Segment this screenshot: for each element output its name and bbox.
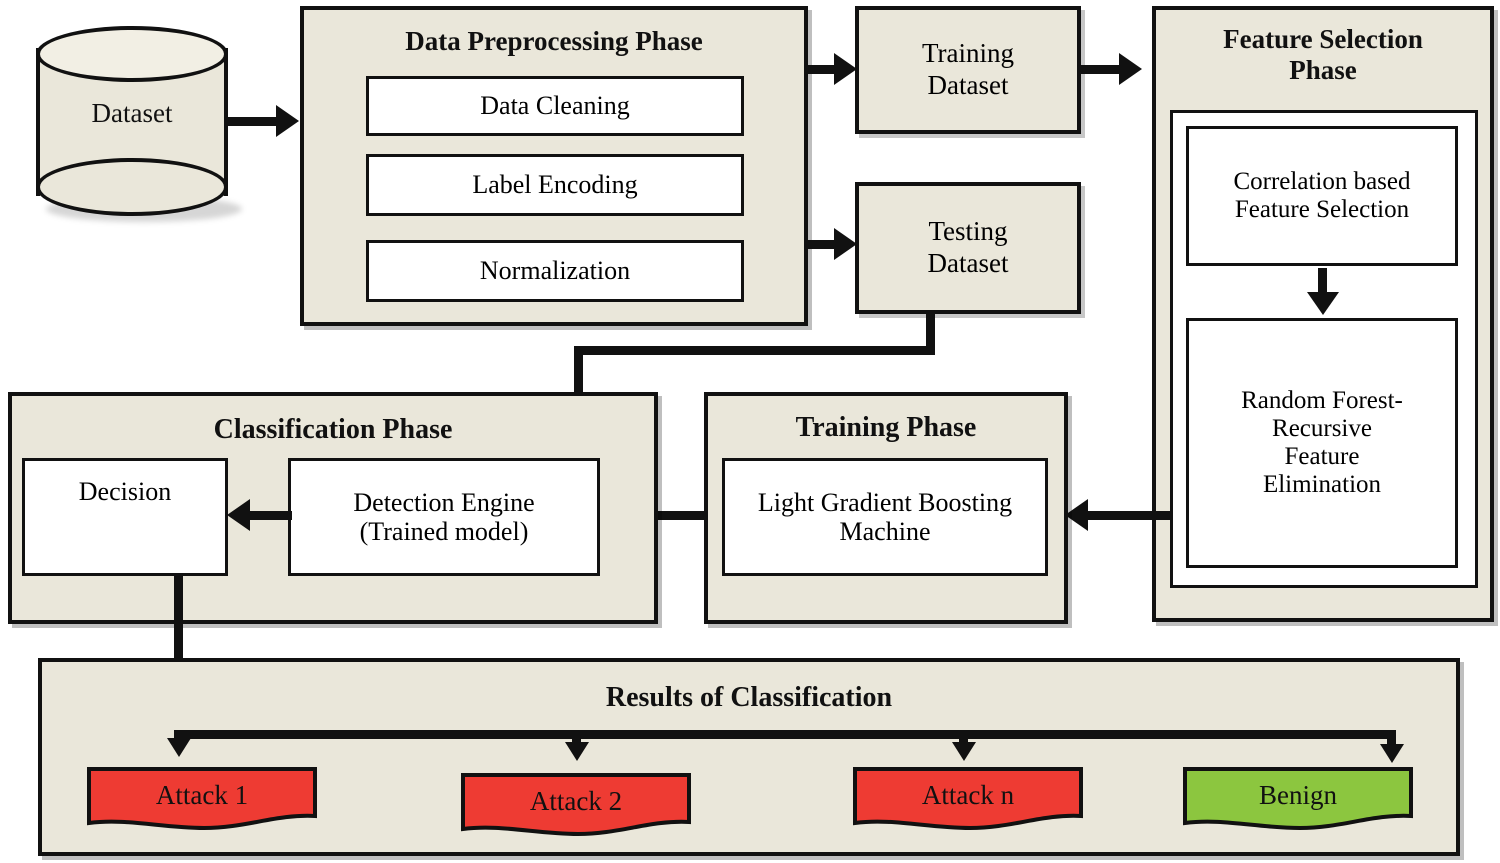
connector-training-phase-to-detection-engine <box>622 511 706 520</box>
arrow-training-to-feature-selection <box>1119 53 1142 85</box>
step-data-cleaning-label: Data Cleaning <box>480 91 630 121</box>
detection-engine-box: Detection Engine (Trained model) <box>288 458 600 576</box>
testing-dataset-box: Testing Dataset <box>855 182 1081 314</box>
cylinder-bottom-ellipse <box>36 158 228 216</box>
outcome-attack-1-label: Attack 1 <box>155 780 249 810</box>
arrow-feature-selection-to-training-phase <box>1065 499 1088 531</box>
connector-testing-down-1 <box>926 314 935 354</box>
detection-engine-label: Detection Engine (Trained model) <box>353 487 535 546</box>
connector-preprocessing-to-training <box>806 65 842 74</box>
connector-testing-horizontal <box>574 346 935 355</box>
cylinder-top-ellipse <box>36 26 228 82</box>
training-dataset-label-line1: Training <box>921 38 1015 69</box>
connector-feature-selection-to-training-phase <box>1088 511 1170 520</box>
results-drop-line-1 <box>174 730 183 742</box>
results-drop-line-2 <box>572 730 581 746</box>
results-title: Results of Classification <box>605 682 893 713</box>
feature-selection-title-line1: Feature Selection <box>1223 24 1423 54</box>
arrow-cfs-to-rfe <box>1307 292 1339 315</box>
dataset-cylinder: Dataset <box>36 26 242 222</box>
testing-dataset-label-line2: Dataset <box>927 248 1009 278</box>
results-distribution-bus <box>174 730 1396 739</box>
step-correlation-feature-selection: Correlation based Feature Selection <box>1186 126 1458 266</box>
step-label-encoding: Label Encoding <box>366 154 744 216</box>
outcome-attack-1: Attack 1 <box>86 766 318 832</box>
arrow-results-to-outcome-3 <box>952 742 976 761</box>
connector-detection-engine-to-decision <box>250 511 292 520</box>
step-label-encoding-label: Label Encoding <box>472 170 638 200</box>
arrow-detection-engine-to-decision <box>227 499 250 531</box>
dataset-label: Dataset <box>91 98 173 128</box>
connector-training-to-feature-selection <box>1081 65 1123 74</box>
connector-decision-to-results <box>174 576 183 730</box>
testing-dataset-label-line1: Testing <box>928 216 1008 247</box>
step-data-cleaning: Data Cleaning <box>366 76 744 136</box>
training-phase-title: Training Phase <box>795 412 977 443</box>
arrow-results-to-outcome-2 <box>565 742 589 761</box>
training-dataset-label-line2: Dataset <box>927 70 1009 100</box>
connector-dataset-to-preprocessing <box>228 117 278 126</box>
step-normalization-label: Normalization <box>479 256 631 286</box>
arrow-results-to-outcome-1 <box>167 738 191 757</box>
connector-testing-down-2 <box>574 346 583 436</box>
step-random-forest-rfe: Random Forest- Recursive Feature Elimina… <box>1186 318 1458 568</box>
step-correlation-feature-selection-label: Correlation based Feature Selection <box>1233 168 1411 223</box>
training-dataset-box: Training Dataset <box>855 6 1081 134</box>
attack-n-doc-shape <box>853 767 1083 831</box>
step-random-forest-rfe-label: Random Forest- Recursive Feature Elimina… <box>1241 387 1403 498</box>
outcome-benign-label: Benign <box>1259 780 1337 810</box>
outcome-attack-2: Attack 2 <box>460 772 692 838</box>
decision-label: Decision <box>78 477 172 506</box>
training-phase-model-label: Light Gradient Boosting Machine <box>757 487 1013 546</box>
feature-selection-title: Feature Selection Phase <box>1152 24 1494 87</box>
outcome-benign: Benign <box>1182 766 1414 832</box>
results-drop-line-3 <box>959 730 968 746</box>
connector-preprocessing-to-testing <box>806 240 842 249</box>
classification-phase-title: Classification Phase <box>213 414 453 445</box>
outcome-attack-2-label: Attack 2 <box>529 786 623 816</box>
arrow-dataset-to-preprocessing <box>276 105 299 137</box>
outcome-attack-n-label: Attack n <box>921 780 1015 810</box>
results-bus-end-drop <box>1387 730 1396 748</box>
feature-selection-title-line2: Phase <box>1289 55 1357 86</box>
arrow-preprocessing-to-testing <box>834 228 857 260</box>
data-preprocessing-title: Data Preprocessing Phase <box>405 26 703 56</box>
connector-cfs-to-rfe <box>1318 268 1327 298</box>
arrow-results-to-outcome-4 <box>1380 744 1404 763</box>
benign-doc-shape <box>1183 767 1413 831</box>
attack-2-doc-shape <box>461 773 691 837</box>
step-normalization: Normalization <box>366 240 744 302</box>
attack-1-doc-shape <box>87 767 317 831</box>
outcome-attack-n: Attack n <box>852 766 1084 832</box>
decision-box: Decision <box>22 458 228 576</box>
arrow-preprocessing-to-training <box>834 53 857 85</box>
training-phase-model-box: Light Gradient Boosting Machine <box>722 458 1048 576</box>
